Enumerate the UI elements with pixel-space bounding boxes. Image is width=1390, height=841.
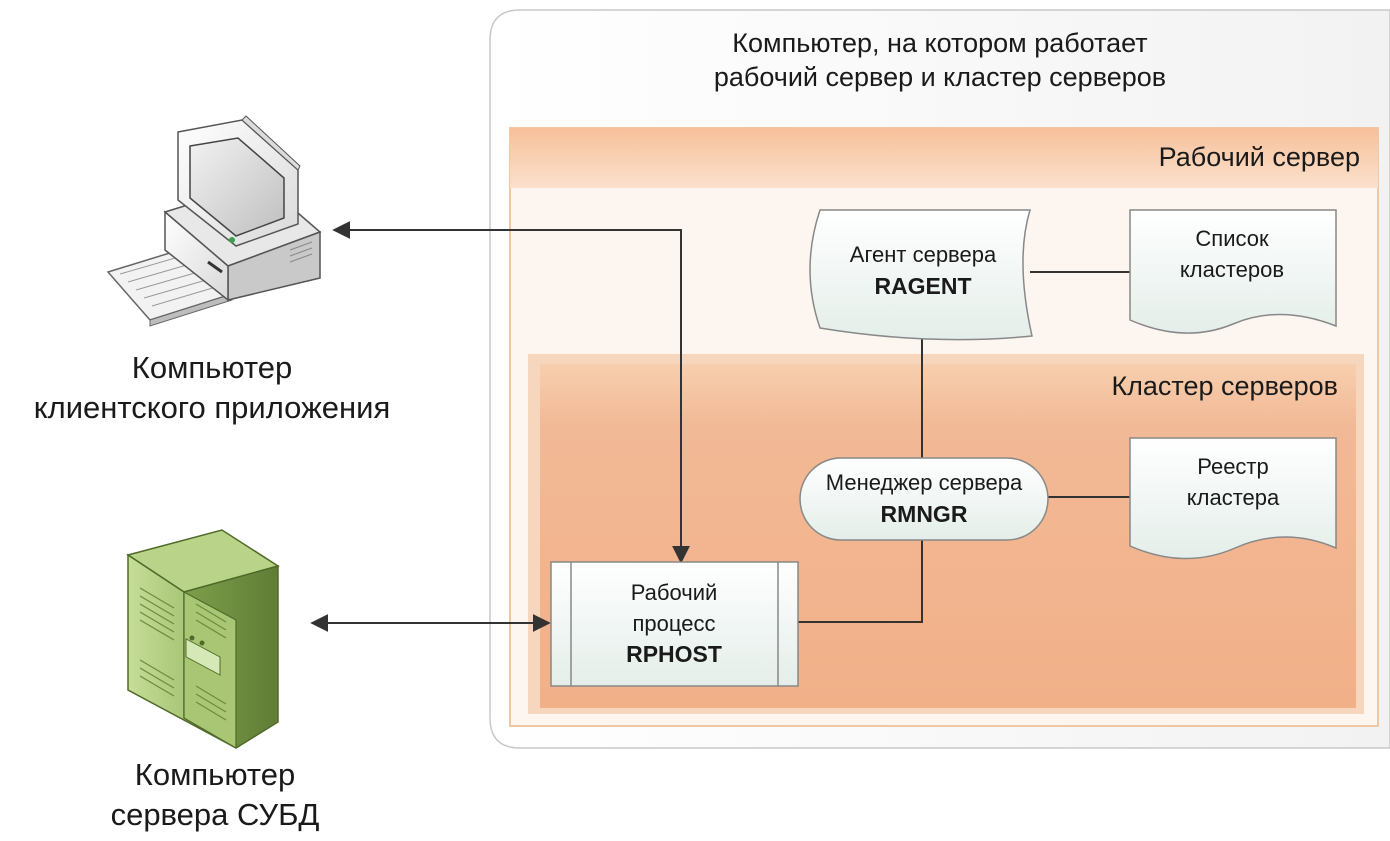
worker-process-line1: Рабочий <box>631 580 718 605</box>
client-computer-line2: клиентского приложения <box>34 390 391 425</box>
manager-to-process-link <box>798 538 923 623</box>
connectors <box>310 221 1135 632</box>
dbms-server-icon <box>126 529 280 750</box>
working-server-title: Рабочий сервер <box>1159 142 1360 172</box>
cluster-registry-doc <box>1129 437 1337 560</box>
cluster-list-doc <box>1129 209 1337 334</box>
agent-label: Агент сервера <box>850 242 997 267</box>
client-computer-line1: Компьютер <box>132 350 292 385</box>
dbms-server-line2: сервера СУБД <box>111 797 320 832</box>
manager-label: Менеджер сервера <box>826 470 1023 495</box>
cluster-registry-line2: кластера <box>1187 485 1280 510</box>
worker-process-line2: процесс <box>633 611 716 636</box>
client-computer-icon <box>106 115 322 327</box>
manager-name: RMNGR <box>881 501 968 527</box>
worker-process-shape <box>550 561 799 687</box>
server-cluster-title: Кластер серверов <box>1111 371 1338 401</box>
host-computer-title-line2: рабочий сервер и кластер серверов <box>714 62 1166 92</box>
worker-process-name: RPHOST <box>626 641 722 667</box>
agent-name: RAGENT <box>874 273 971 299</box>
client-to-process-arrow <box>332 221 690 564</box>
cluster-list-line1: Список <box>1195 226 1269 251</box>
host-computer-title-line1: Компьютер, на котором работает <box>732 28 1147 58</box>
agent-shape <box>809 209 1033 341</box>
cluster-list-line2: кластеров <box>1180 257 1284 282</box>
manager-shape <box>799 457 1049 541</box>
dbms-server-line1: Компьютер <box>135 757 295 792</box>
cluster-registry-line1: Реестр <box>1197 454 1269 479</box>
